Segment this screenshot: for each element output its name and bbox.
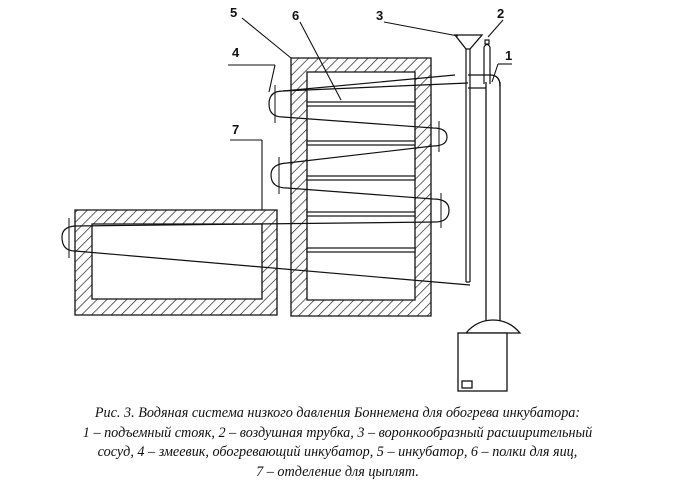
caption-line: Рис. 3. Водяная система низкого давления… bbox=[94, 405, 581, 421]
caption-line: 7 – отделение для цыплят. bbox=[256, 463, 419, 480]
figure-caption: Рис. 3. Водяная система низкого давления… bbox=[0, 404, 675, 482]
caption-line: сосуд, 4 – змеевик, обогревающий инкубат… bbox=[97, 444, 578, 460]
expansion-funnel bbox=[453, 34, 484, 50]
label-4: 4 bbox=[232, 45, 240, 60]
shelf bbox=[306, 140, 416, 146]
caption-line: 1 – подъемный стояк, 2 – воздушная трубк… bbox=[82, 424, 593, 441]
return-pipe bbox=[465, 48, 471, 283]
shelf bbox=[306, 211, 416, 217]
label-1: 1 bbox=[505, 48, 512, 63]
leader-lines bbox=[228, 17, 512, 210]
label-3: 3 bbox=[376, 8, 383, 23]
shelf bbox=[306, 175, 416, 181]
shelf bbox=[306, 101, 416, 107]
riser-pipe bbox=[468, 74, 501, 334]
incubator-walls bbox=[290, 57, 432, 317]
shelf bbox=[306, 247, 416, 253]
label-7: 7 bbox=[232, 122, 239, 137]
label-6: 6 bbox=[292, 8, 299, 23]
air-tube bbox=[483, 39, 491, 84]
egg-shelves bbox=[306, 101, 416, 253]
heating-system-diagram: 5 6 3 2 1 4 7 bbox=[61, 5, 522, 392]
label-5: 5 bbox=[230, 5, 237, 20]
boiler bbox=[457, 319, 522, 392]
coil-markers bbox=[68, 85, 442, 258]
boiler-door bbox=[461, 380, 473, 389]
label-2: 2 bbox=[497, 6, 504, 21]
